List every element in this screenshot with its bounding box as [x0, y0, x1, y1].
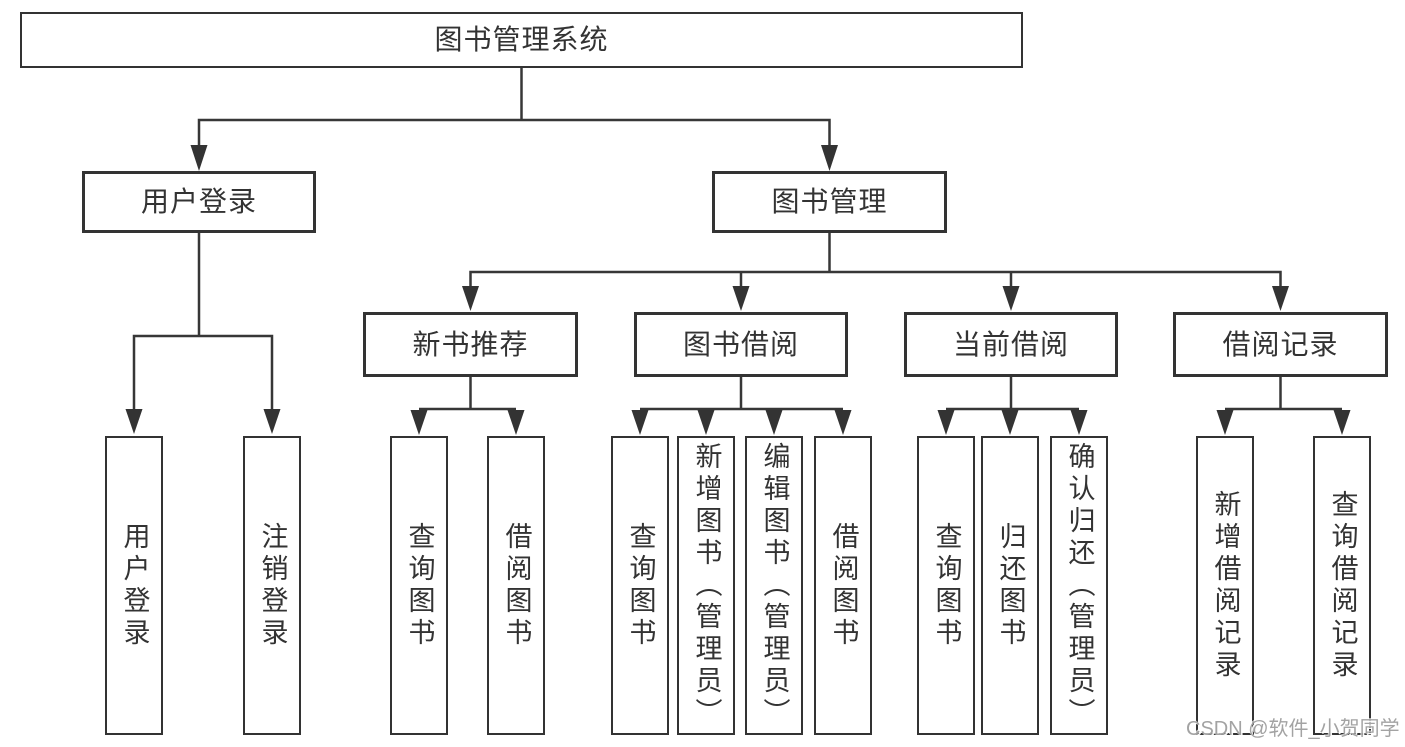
leaf-label: 查询借阅记录: [1327, 489, 1358, 682]
leaf-label: 注销登录: [257, 521, 288, 650]
connector-line: [469, 270, 1282, 288]
leaf-label: 用户登录: [119, 521, 150, 650]
arrowhead: [1001, 410, 1019, 435]
arrowhead: [732, 286, 750, 311]
leaf-label: 查询图书: [625, 521, 656, 650]
arrowhead: [631, 410, 649, 435]
leaf-add-borrow-record: 新增借阅记录: [1196, 436, 1254, 735]
leaf-label: 归还图书: [995, 521, 1026, 650]
node-label: 图书管理系统: [434, 24, 609, 55]
arrowhead: [190, 145, 208, 171]
arrowhead: [765, 410, 783, 435]
node-library-system: 图书管理系统: [20, 12, 1023, 68]
leaf-logout: 注销登录: [243, 436, 301, 735]
connector-line: [197, 118, 831, 147]
leaf-label: 查询图书: [931, 521, 962, 650]
arrowhead: [507, 410, 525, 435]
leaf-query-books-current: 查询图书: [917, 436, 975, 735]
node-borrowing-records: 借阅记录: [1173, 312, 1388, 377]
arrowhead: [821, 145, 838, 171]
arrowhead: [410, 410, 428, 435]
arrowhead: [1333, 410, 1351, 435]
node-label: 当前借阅: [952, 328, 1069, 360]
arrowhead: [1002, 286, 1020, 311]
arrowhead: [1216, 410, 1234, 435]
leaf-label: 借阅图书: [501, 521, 532, 650]
leaf-return-books: 归还图书: [981, 436, 1039, 735]
arrowhead: [1272, 286, 1289, 311]
node-label: 图书管理: [771, 186, 888, 217]
node-book-borrowing: 图书借阅: [634, 312, 848, 377]
leaf-user-login: 用户登录: [105, 436, 163, 735]
node-book-management: 图书管理: [712, 171, 947, 233]
arrowhead: [834, 410, 852, 435]
leaf-borrow-books: 借阅图书: [814, 436, 872, 735]
leaf-confirm-return-admin: 确认归还（管理员）: [1050, 436, 1108, 735]
leaf-label: 确认归还（管理员）: [1064, 441, 1095, 730]
leaf-query-borrow-record: 查询借阅记录: [1313, 436, 1371, 735]
leaf-label: 借阅图书: [828, 521, 859, 650]
node-label: 借阅记录: [1222, 328, 1339, 360]
arrowhead: [125, 409, 143, 434]
leaf-query-books-borrowing: 查询图书: [611, 436, 669, 735]
arrowhead: [462, 286, 479, 311]
leaf-query-books-recommend: 查询图书: [390, 436, 448, 735]
leaf-borrow-books-recommend: 借阅图书: [487, 436, 545, 735]
node-label: 用户登录: [140, 186, 257, 217]
arrowhead: [263, 409, 281, 434]
node-current-borrowing: 当前借阅: [904, 312, 1118, 377]
leaf-add-books-admin: 新增图书（管理员）: [677, 436, 735, 735]
csdn-watermark: CSDN @软件_小贺同学: [1186, 718, 1400, 740]
leaf-label: 查询图书: [404, 521, 435, 650]
node-new-book-recommendation: 新书推荐: [363, 312, 578, 377]
leaf-edit-books-admin: 编辑图书（管理员）: [745, 436, 803, 735]
arrowhead: [937, 410, 955, 435]
arrowhead: [1070, 410, 1088, 435]
node-user-login: 用户登录: [82, 171, 316, 233]
leaf-label: 新增图书（管理员）: [691, 441, 722, 730]
connector-line: [132, 334, 274, 411]
node-label: 图书借阅: [682, 328, 799, 360]
leaf-label: 编辑图书（管理员）: [759, 441, 790, 730]
arrowhead: [697, 410, 715, 435]
leaf-label: 新增借阅记录: [1210, 489, 1241, 682]
node-label: 新书推荐: [412, 328, 529, 360]
